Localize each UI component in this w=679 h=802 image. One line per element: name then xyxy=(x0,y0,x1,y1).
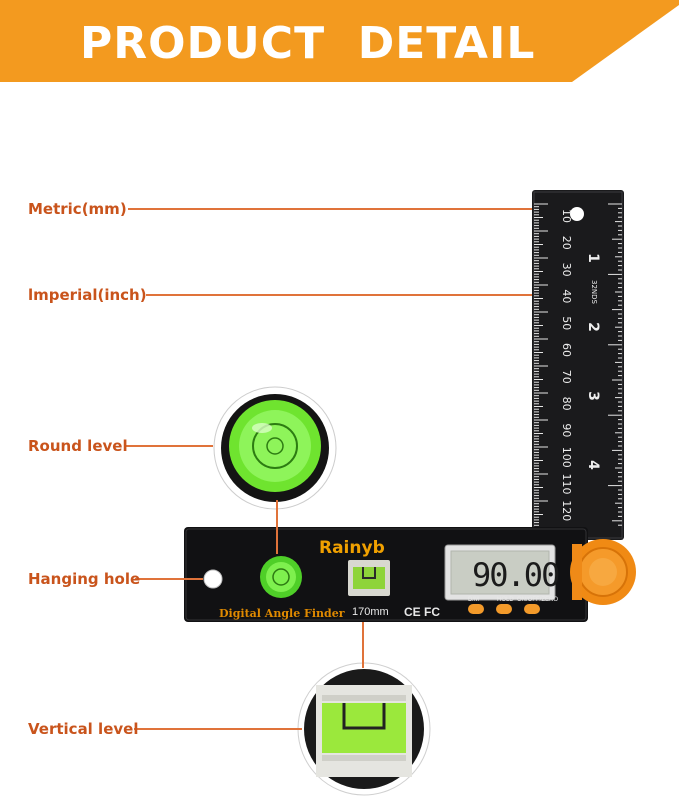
dm-button[interactable] xyxy=(468,604,484,614)
lcd-readout: 90.00 xyxy=(472,556,560,594)
leader-vertical-level-drop xyxy=(362,622,364,668)
metric-tick-label: 50 xyxy=(560,316,573,330)
metric-tick-label: 40 xyxy=(560,289,573,303)
header-banner xyxy=(0,0,679,82)
callout-imperial: lmperial(inch) xyxy=(28,286,147,304)
button-label-onoff: ON/OFF/ZERO xyxy=(517,597,558,603)
button-label-hold: HOLD xyxy=(497,597,514,603)
inch-tick-label: 3 xyxy=(585,391,601,401)
metric-tick-label: 110 xyxy=(560,474,573,495)
leader-round-level xyxy=(125,445,213,447)
metric-tick-label: 30 xyxy=(560,263,573,277)
ruler-hole xyxy=(570,207,584,221)
vertical-level-zoom xyxy=(297,662,431,796)
inch-tick-label: 1 xyxy=(585,253,601,263)
inch-scale-label: 32NDS xyxy=(590,280,598,305)
onoff-zero-button[interactable] xyxy=(524,604,540,614)
button-label-dm: D/M xyxy=(468,597,479,603)
callout-vertical-level: Vertical level xyxy=(28,720,139,738)
size-label: 170mm xyxy=(352,606,389,618)
leader-vertical-level xyxy=(134,728,302,730)
leader-round-level-drop xyxy=(276,500,278,554)
ruler-arm: 10 20 30 40 50 60 70 80 90 100 110 120 1 2 3 4 32NDS xyxy=(532,190,624,540)
callout-round-level: Round level xyxy=(28,437,128,455)
model-name: Digital Angle Finder xyxy=(219,607,345,620)
page-title: PRODUCT DETAIL xyxy=(80,18,536,69)
certification-marks: CE FC xyxy=(404,605,440,619)
brand-name: Rainyb xyxy=(319,538,385,558)
callout-hanging-hole: Hanging hole xyxy=(28,570,141,588)
hold-button[interactable] xyxy=(496,604,512,614)
leader-imperial xyxy=(146,294,532,296)
metric-tick-label: 80 xyxy=(560,397,573,411)
callout-metric: Metric(mm) xyxy=(28,200,127,218)
metric-tick-label: 20 xyxy=(560,236,573,250)
metric-tick-label: 60 xyxy=(560,343,573,357)
metric-tick-label: 90 xyxy=(560,423,573,437)
metric-tick-label: 120 xyxy=(560,500,573,521)
leader-metric xyxy=(128,208,532,210)
round-level-zoom xyxy=(213,386,337,510)
leader-hanging-hole xyxy=(135,578,203,580)
inch-tick-label: 4 xyxy=(585,460,601,470)
metric-tick-label: 100 xyxy=(560,447,573,468)
metric-tick-label: 10 xyxy=(560,209,573,223)
metric-tick-label: 70 xyxy=(560,370,573,384)
angle-finder-body xyxy=(184,527,636,622)
hanging-hole xyxy=(204,570,222,588)
inch-tick-label: 2 xyxy=(585,322,601,332)
